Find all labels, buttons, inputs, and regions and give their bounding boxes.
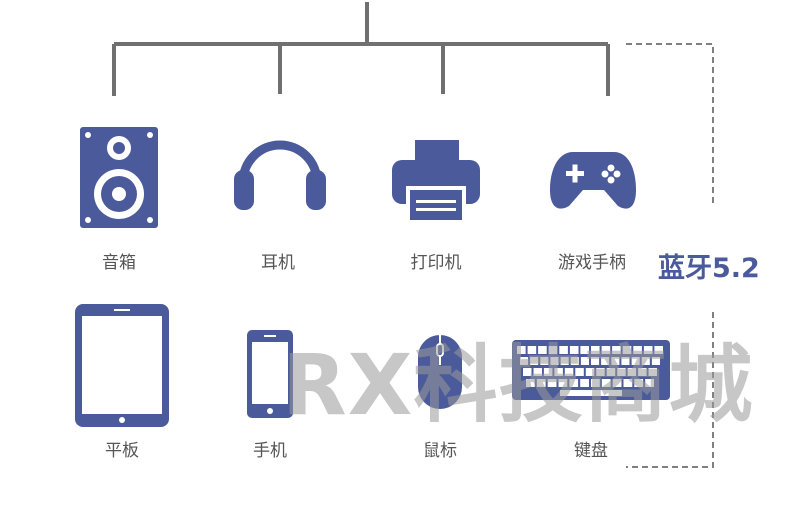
keyboard-key [606,368,616,376]
keyboard-key [612,346,621,354]
keyboard-key [591,346,600,354]
keyboard-key [654,346,663,354]
device-label-gamepad: 游戏手柄 [558,253,626,273]
dashed-bracket [626,43,714,468]
keyboard-key [527,346,537,354]
phone-icon [247,330,293,418]
keyboard-key [645,379,654,387]
keyboard-key [517,346,526,354]
device-label-mouse: 鼠标 [423,441,457,461]
keyboard-key [633,346,642,354]
keyboard-key [596,368,605,376]
device-label-headphones: 耳机 [261,253,295,273]
tree-connector [112,2,610,96]
gamepad-icon [550,152,636,209]
keyboard-key [648,368,657,376]
keyboard-key [621,357,630,365]
keyboard-key [638,368,647,376]
keyboard-key [523,368,532,376]
keyboard-key [580,357,589,365]
keyboard-key [530,357,539,365]
keyboard-key [569,379,579,387]
keyboard-key [601,357,610,365]
keyboard-key [631,357,640,365]
device-label-printer: 打印机 [410,253,462,273]
keyboard-key [627,368,637,376]
keyboard-key [547,379,557,387]
printer-icon [392,140,480,222]
keyboard-key [601,379,611,387]
keyboard-key [611,357,620,365]
keyboard-key [641,357,650,365]
headphones-icon [234,140,326,210]
keyboard-key [634,379,644,387]
device-label-speaker: 音箱 [102,253,136,273]
keyboard-key [560,357,569,365]
speaker-icon [80,127,158,228]
keyboard-spacebar [560,390,622,396]
keyboard-key [580,379,589,387]
keyboard-key [601,346,611,354]
keyboard-key [622,346,632,354]
tablet-icon [75,304,169,427]
keyboard-key [617,368,626,376]
keyboard-key [591,357,600,365]
keyboard-key [526,379,535,387]
keyboard-key [538,346,547,354]
watermark-text: RX科技商城 [282,336,754,434]
keyboard-key [520,357,529,365]
keyboard-key [612,379,622,387]
keyboard-key [580,346,589,354]
keyboard-key [554,368,563,376]
keyboard-key [543,368,553,376]
keyboard-key [651,357,660,365]
keyboard-key [623,379,633,387]
bluetooth-label: 蓝牙5.2 [658,253,760,284]
keyboard-key [569,346,579,354]
keyboard-key [585,368,595,376]
keyboard-key [550,357,559,365]
mouse-icon [418,335,462,409]
keyboard-key [559,346,568,354]
device-label-tablet: 平板 [105,441,139,461]
keyboard-key [533,368,542,376]
keyboard-key [536,379,546,387]
keyboard-key [570,357,579,365]
device-label-keyboard: 键盘 [574,441,608,461]
keyboard-key [540,357,549,365]
keyboard-icon [512,340,670,400]
keyboard-key [564,368,574,376]
device-label-phone: 手机 [253,441,287,461]
keyboard-key [591,379,600,387]
keyboard-key [548,346,558,354]
keyboard-key [575,368,584,376]
keyboard-key [643,346,653,354]
keyboard-key [558,379,568,387]
